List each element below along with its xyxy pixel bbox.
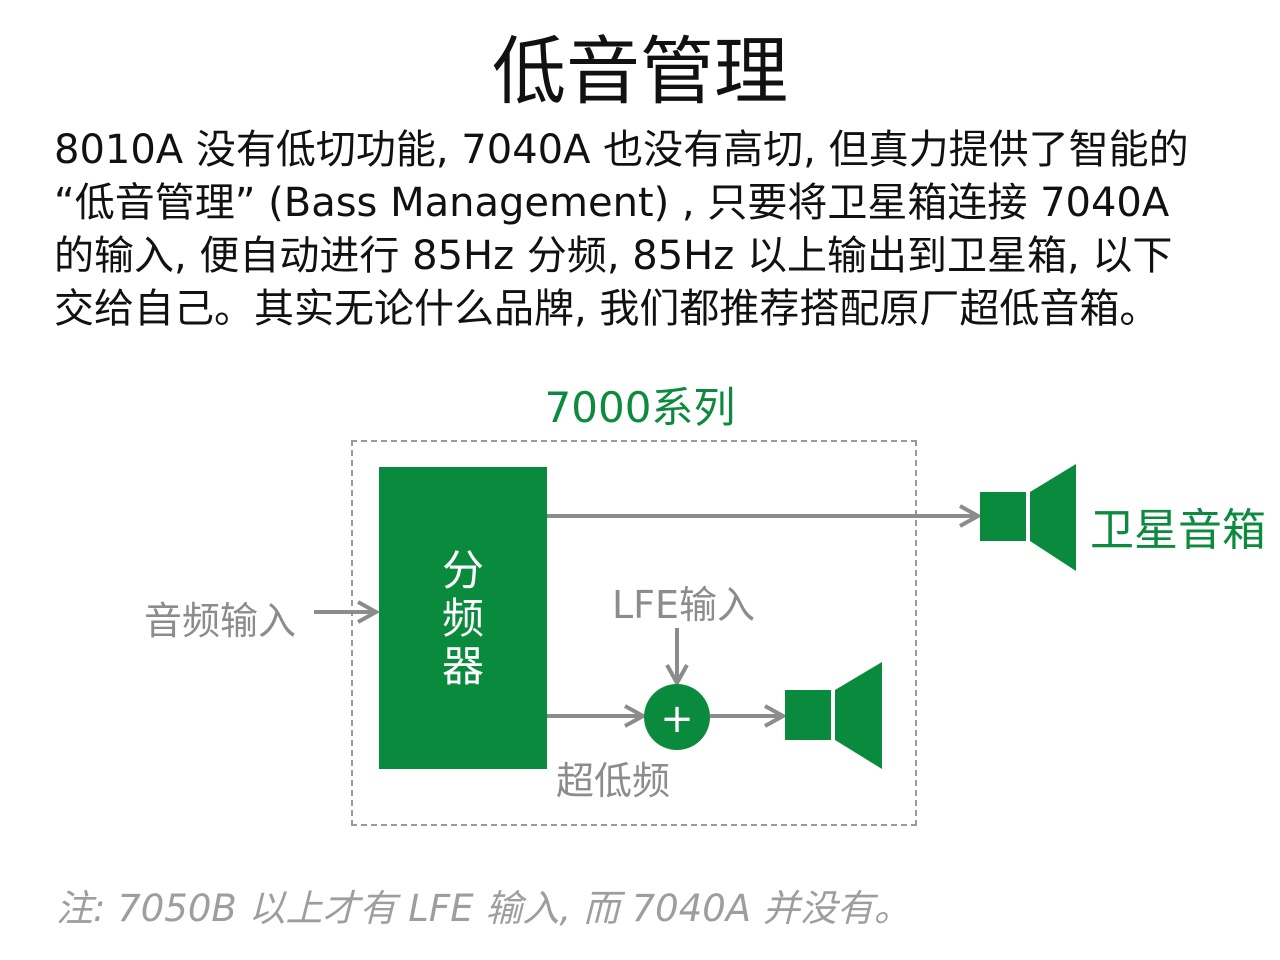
lfe-input-label: LFE输入 [612, 583, 756, 627]
description-line: 交给自己。其实无论什么品牌, 我们都推荐搭配原厂超低音箱。 [54, 286, 1160, 332]
crossover-block [379, 467, 547, 769]
mixer-symbol: + [660, 696, 694, 742]
crossover-label-char: 分 [441, 546, 484, 595]
crossover-label: 分 频 器 [379, 547, 547, 691]
crossover-label-char: 频 [441, 594, 484, 643]
description-line: 的输入, 便自动进行 85Hz 分频, 85Hz 以上输出到卫星箱, 以下 [54, 233, 1173, 279]
speaker-icon [980, 464, 1076, 571]
footnote: 注: 7050B 以上才有 LFE 输入, 而 7040A 并没有。 [56, 887, 911, 930]
description-paragraph: 8010A 没有低切功能, 7040A 也没有高切, 但真力提供了智能的 “低音… [54, 124, 1234, 336]
page-title: 低音管理 [492, 29, 788, 115]
series-boundary-box [351, 440, 917, 826]
speaker-icon [785, 662, 882, 769]
audio-input-label: 音频输入 [144, 599, 297, 643]
subwoofer-freq-label: 超低频 [556, 759, 671, 803]
plus-icon [644, 684, 710, 750]
description-line: 8010A 没有低切功能, 7040A 也没有高切, 但真力提供了智能的 [54, 127, 1189, 173]
series-label: 7000系列 [544, 383, 736, 432]
description-line: “低音管理” (Bass Management) , 只要将卫星箱连接 7040… [54, 180, 1170, 226]
crossover-label-char: 器 [441, 642, 484, 691]
satellite-speaker-label: 卫星音箱 [1090, 505, 1266, 556]
